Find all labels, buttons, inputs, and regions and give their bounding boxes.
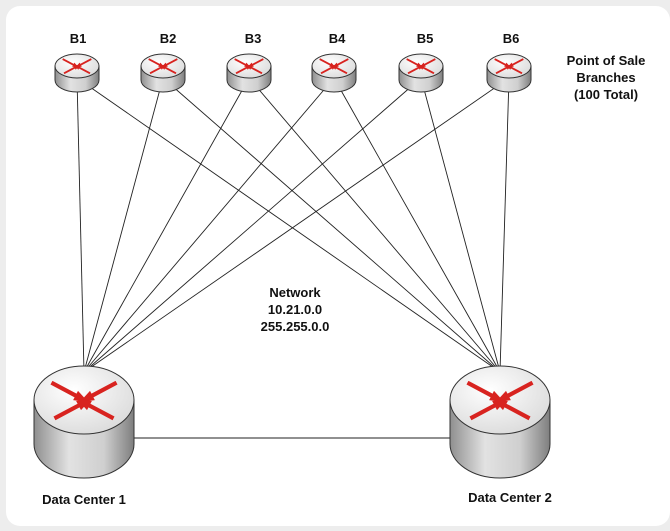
branch-label-b3: B3 xyxy=(244,31,262,46)
router-arrow xyxy=(73,64,91,75)
router-icon-b4 xyxy=(311,53,357,93)
data-center-2-label: Data Center 2 xyxy=(468,490,552,505)
router-arrow xyxy=(466,380,505,403)
network-mask: 255.255.0.0 xyxy=(260,319,330,334)
router-arrow xyxy=(50,380,89,403)
routers-layer xyxy=(33,53,551,479)
branch-caption-line-1: Point of Sale xyxy=(566,53,646,68)
network-address: 10.21.0.0 xyxy=(267,302,323,317)
router-arrow xyxy=(245,64,263,75)
branch-label-b4: B4 xyxy=(328,31,346,46)
branch-caption-line-2: Branches xyxy=(576,70,636,85)
link-b2-dc1 xyxy=(83,77,164,373)
link-b1-dc2 xyxy=(76,77,501,373)
branch-label-b2: B2 xyxy=(159,31,177,46)
router-icon-b6 xyxy=(486,53,532,93)
data-center-1-label: Data Center 1 xyxy=(42,492,126,507)
router-arrow xyxy=(79,380,118,403)
link-b4-dc2 xyxy=(333,77,501,373)
link-b5-dc1 xyxy=(83,77,422,373)
router-arrow xyxy=(492,398,531,421)
link-b5-dc2 xyxy=(420,77,501,373)
router-icon-dc2 xyxy=(449,365,551,479)
links-layer xyxy=(76,77,510,439)
router-icon-b5 xyxy=(398,53,444,93)
link-b3-dc2 xyxy=(248,77,501,373)
link-b4-dc1 xyxy=(83,77,335,373)
router-arrow xyxy=(495,380,534,403)
link-b3-dc1 xyxy=(83,77,250,373)
router-arrow xyxy=(330,64,348,75)
router-arrow xyxy=(159,64,177,75)
link-b6-dc1 xyxy=(83,77,510,373)
link-b1-dc1 xyxy=(76,77,85,373)
router-icon-b3 xyxy=(226,53,272,93)
branch-label-b5: B5 xyxy=(416,31,434,46)
router-icon-b1 xyxy=(54,53,100,93)
branch-label-b1: B1 xyxy=(69,31,87,46)
router-arrow xyxy=(505,64,523,75)
router-icon-b2 xyxy=(140,53,186,93)
branch-label-b6: B6 xyxy=(502,31,520,46)
router-arrow xyxy=(76,398,115,421)
router-arrow xyxy=(417,64,435,75)
branch-caption-line-3: (100 Total) xyxy=(573,87,639,102)
network-title: Network xyxy=(269,285,321,300)
link-b2-dc2 xyxy=(162,77,501,373)
router-icon-dc1 xyxy=(33,365,135,479)
link-b6-dc2 xyxy=(499,77,510,373)
